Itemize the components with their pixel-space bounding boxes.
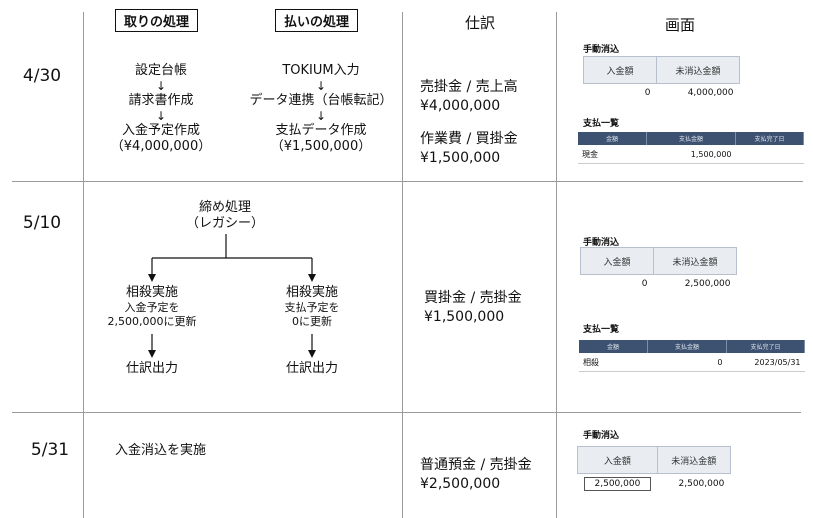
flow-step: 設定台帳: [134, 63, 187, 78]
column-header: 入金額: [577, 446, 658, 474]
column-header: 支払完了日: [735, 132, 804, 145]
right-branch-node: 相殺実施 支払予定を 0に更新: [252, 285, 372, 329]
manual-reconcile-title: 手動消込: [583, 238, 620, 248]
flow-amount: （¥4,000,000）: [110, 139, 212, 154]
payment-date: 2023/05/31: [726, 353, 805, 372]
deposit-amount-cell: 2,500,000: [578, 474, 658, 495]
branch-detail: 入金予定を: [124, 301, 180, 314]
journal-amount: ¥1,500,000: [420, 150, 501, 166]
journal-amount: ¥2,500,000: [420, 476, 501, 492]
down-arrow-icon: ↓: [155, 79, 167, 93]
journal-header: 仕訳: [464, 14, 495, 32]
journal-entry: 売掛金 / 売上高: [420, 79, 518, 95]
column-header: 支払金額: [646, 132, 736, 145]
unreconciled-amount: 4,000,000: [687, 88, 734, 98]
column-header: 入金額: [583, 56, 657, 84]
column-header: 金額: [579, 340, 648, 353]
flow-step: 入金予定作成: [121, 123, 200, 138]
down-arrow-icon: ↓: [155, 109, 167, 123]
down-arrow-icon: ↓: [315, 109, 327, 123]
flow-step: TOKIUM入力: [282, 63, 360, 78]
left-journal-output: 仕訳出力: [125, 361, 178, 376]
reconcile-action: 入金消込を実施: [115, 443, 207, 458]
flow-amount: （¥1,500,000）: [270, 139, 372, 154]
node-title: 締め処理: [198, 200, 251, 215]
column-header: 未消込金額: [653, 247, 737, 275]
divider-screen-column: [556, 12, 557, 518]
flow-step: 支払データ作成: [275, 123, 367, 138]
payment-method: 現金: [578, 145, 647, 164]
divider-row-2: [12, 412, 801, 413]
right-journal-output: 仕訳出力: [285, 361, 338, 376]
flow-step: 請求書作成: [128, 93, 194, 108]
left-branch-node: 相殺実施 入金予定を 2,500,000に更新: [92, 285, 212, 329]
manual-reconcile-title: 手動消込: [583, 45, 620, 55]
payment-list-title: 支払一覧: [583, 119, 620, 129]
payment-flow: TOKIUM入力 ↓ データ連携（台帳転記） ↓ 支払データ作成 （¥1,500…: [236, 63, 406, 155]
payment-amount: 0: [647, 353, 727, 372]
divider-journal-column: [402, 12, 403, 518]
date-row-1: 4/30: [22, 66, 62, 86]
date-row-2: 5/10: [22, 213, 62, 233]
column-header: 金額: [578, 132, 647, 145]
branch-detail: 2,500,000に更新: [107, 315, 197, 328]
payment-process-header: 払いの処理: [275, 9, 359, 32]
manual-reconcile-title: 手動消込: [583, 431, 620, 441]
column-header: 未消込金額: [656, 56, 740, 84]
column-header: 支払完了日: [726, 340, 805, 353]
manual-reconcile-table: 入金額 未消込金額 0 4,000,000: [583, 56, 740, 102]
payment-list-title: 支払一覧: [583, 325, 620, 335]
column-header: 未消込金額: [656, 446, 731, 474]
journal-row-1: 売掛金 / 売上高 ¥4,000,000 作業費 / 買掛金 ¥1,500,00…: [420, 78, 518, 168]
deposit-amount: 0: [641, 279, 648, 289]
payment-amount: 1,500,000: [646, 145, 736, 164]
payment-method: 相殺: [579, 353, 648, 372]
manual-reconcile-table: 入金額 未消込金額 2,500,000 2,500,000: [577, 446, 731, 494]
branch-title: 相殺実施: [125, 285, 178, 300]
payment-list-table: 金額 支払金額 支払完了日 現金 1,500,000: [578, 132, 804, 164]
closing-process-node: 締め処理 （レガシー）: [160, 200, 290, 232]
journal-entry: 買掛金 / 売掛金: [424, 290, 522, 306]
journal-entry: 普通預金 / 売掛金: [420, 457, 532, 473]
receipt-process-header: 取りの処理: [115, 9, 199, 32]
down-arrow-icon: ↓: [315, 79, 327, 93]
deposit-amount: 0: [644, 88, 651, 98]
date-row-3: 5/31: [30, 440, 70, 460]
column-header: 支払金額: [647, 340, 727, 353]
journal-entry: 作業費 / 買掛金: [420, 131, 518, 147]
journal-row-3: 普通預金 / 売掛金 ¥2,500,000: [420, 456, 532, 494]
divider-date-column: [83, 12, 84, 518]
branch-detail: 0に更新: [292, 315, 332, 328]
manual-reconcile-table: 入金額 未消込金額 0 2,500,000: [580, 247, 737, 293]
receipt-flow: 設定台帳 ↓ 請求書作成 ↓ 入金予定作成 （¥4,000,000）: [86, 63, 236, 155]
branch-detail: 支払予定を: [284, 301, 340, 314]
payment-date: [735, 145, 804, 164]
journal-amount: ¥1,500,000: [424, 309, 505, 325]
divider-row-1: [12, 181, 803, 182]
unreconciled-amount: 2,500,000: [684, 279, 731, 289]
flow-step: データ連携（台帳転記）: [249, 93, 393, 108]
node-subtitle: （レガシー）: [185, 216, 264, 231]
unreconciled-amount: 2,500,000: [678, 479, 725, 489]
column-header: 入金額: [580, 247, 654, 275]
payment-list-table: 金額 支払金額 支払完了日 相殺 0 2023/05/31: [579, 340, 805, 372]
journal-row-2: 買掛金 / 売掛金 ¥1,500,000: [424, 289, 522, 327]
branch-title: 相殺実施: [285, 285, 338, 300]
deposit-amount-input[interactable]: 2,500,000: [583, 477, 652, 491]
screen-header: 画面: [664, 16, 695, 34]
journal-amount: ¥4,000,000: [420, 98, 501, 114]
